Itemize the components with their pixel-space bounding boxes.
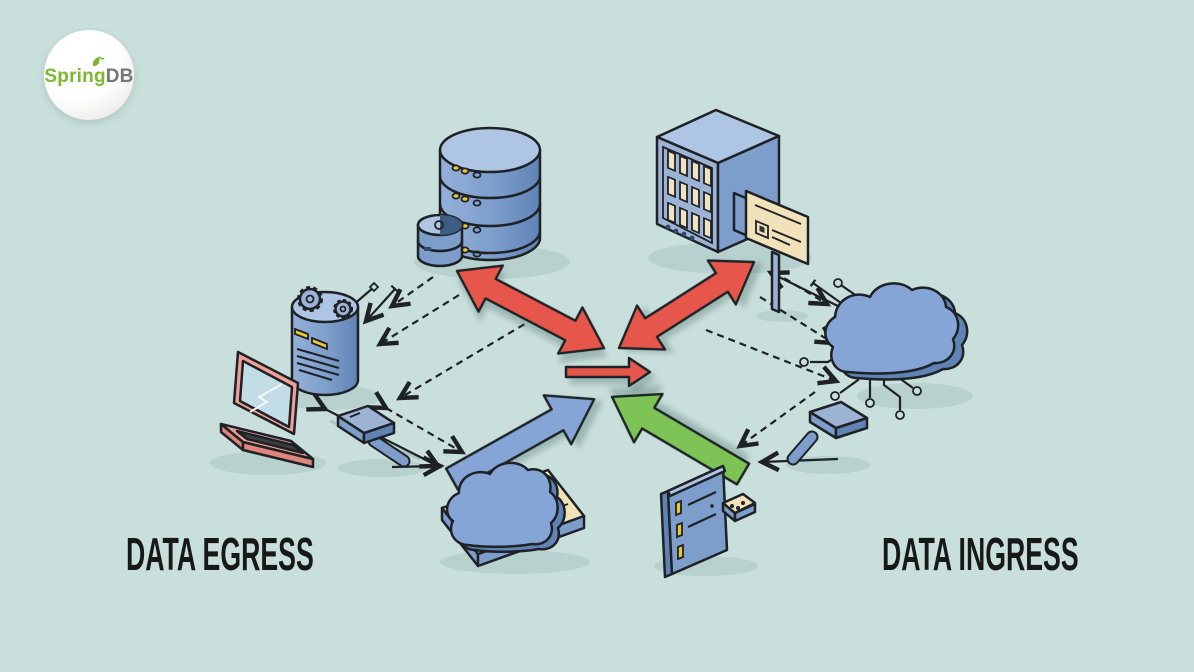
red-center-arrow: [564, 356, 652, 388]
circle-end: [833, 278, 843, 288]
server-slots: [667, 149, 712, 240]
dashed-link-usb-rack: [736, 391, 816, 449]
usb-drive-left-icon: [336, 404, 411, 468]
tbar-end-right: [809, 279, 817, 287]
gear-icon-small: [333, 299, 353, 319]
gear-icon: [297, 286, 323, 312]
indicator-bar: [311, 336, 328, 351]
signal-arrow-cloud-out: [766, 270, 851, 313]
red-double-arrow-ingress: [617, 259, 756, 351]
gear-database-icon: [290, 286, 360, 397]
rack-slot: [676, 521, 683, 539]
database-stack-icon: [438, 126, 542, 262]
egress-label: DATA EGRESS: [126, 528, 314, 580]
mini-db-mark: [424, 247, 431, 251]
tbar-end-left: [390, 284, 400, 294]
rack-panel-icon: [659, 464, 757, 579]
rack-dock: [721, 492, 757, 523]
springdb-logo: SpringDB: [44, 30, 134, 120]
card-chip: [755, 219, 769, 240]
dashed-link-center-usb-left: [395, 311, 546, 401]
ingress-label: DATA INGRESS: [882, 528, 1079, 580]
dashed-link-minidb-geardb: [388, 276, 434, 309]
green-upload-arrow: [610, 392, 751, 486]
indicator-bar: [294, 327, 309, 341]
dock-cloud: [445, 461, 559, 548]
diamond-end: [368, 281, 380, 293]
cloud-dock-icon: [440, 461, 586, 568]
logo-text: SpringDB: [44, 66, 133, 88]
mini-database-icon: [416, 213, 464, 268]
dashed-link-center-geardb: [376, 294, 460, 347]
access-card-icon: [732, 189, 810, 314]
logo-brand-secondary: DB: [105, 66, 134, 87]
logo-brand-primary: Spring: [44, 66, 106, 87]
rack-slot: [675, 499, 682, 517]
leaf-icon: [92, 56, 105, 66]
laptop-icon: [219, 350, 315, 469]
solid-arrow-into-dock: [391, 455, 445, 478]
signal-line-tbar-left: [362, 288, 396, 325]
laptop-keyboard: [235, 429, 305, 455]
circuit-cloud-icon: [799, 282, 969, 420]
server-dots: [665, 224, 695, 241]
usb-drive-right-icon: [786, 400, 869, 466]
red-double-arrow-egress: [455, 264, 606, 355]
rack-slot: [677, 543, 684, 561]
